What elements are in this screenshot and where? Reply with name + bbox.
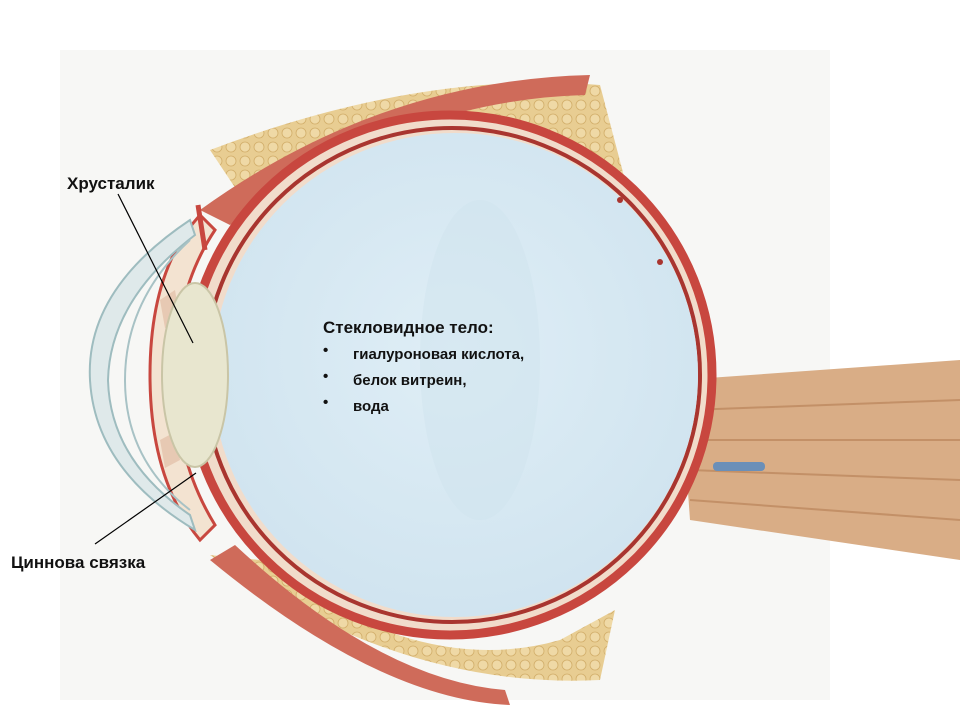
zonule-label: Циннова связка <box>11 553 146 572</box>
vessel-dot-2 <box>657 259 663 265</box>
list-item-text: белок витреин, <box>353 372 467 389</box>
vessel-dot-1 <box>617 197 623 203</box>
optic-nerve-vessel <box>713 462 765 471</box>
list-item: • гиалуроновая кислота, <box>323 342 524 368</box>
vitreous-description: Стекловидное тело: • гиалуроновая кислота… <box>323 318 524 420</box>
lower-orbital-fat <box>210 555 615 681</box>
upper-orbital-fat <box>210 82 625 210</box>
vessel-top <box>195 204 208 251</box>
cornea <box>88 218 197 533</box>
list-item: • белок витреин, <box>323 368 524 394</box>
list-item-text: вода <box>353 398 389 415</box>
list-item-text: гиалуроновая кислота, <box>353 346 525 363</box>
bullet-icon: • <box>323 342 329 359</box>
bullet-icon: • <box>323 368 329 385</box>
vitreous-components-list: • гиалуроновая кислота, • белок витреин, •… <box>323 342 524 420</box>
lens-leader-line <box>117 193 194 344</box>
list-item: • вода <box>323 394 524 420</box>
lens <box>161 282 229 468</box>
bullet-icon: • <box>323 394 329 411</box>
upper-muscle <box>200 75 590 225</box>
lower-muscle <box>210 545 510 705</box>
lens-label: Хрусталик <box>67 174 155 193</box>
vitreous-inner-shade <box>420 200 540 520</box>
optic-nerve <box>680 360 960 560</box>
zinn-leader-line <box>94 472 197 545</box>
optic-nerve-stripes <box>689 399 960 521</box>
vitreous-title: Стекловидное тело: <box>323 318 494 337</box>
cornea-inner <box>123 239 191 511</box>
